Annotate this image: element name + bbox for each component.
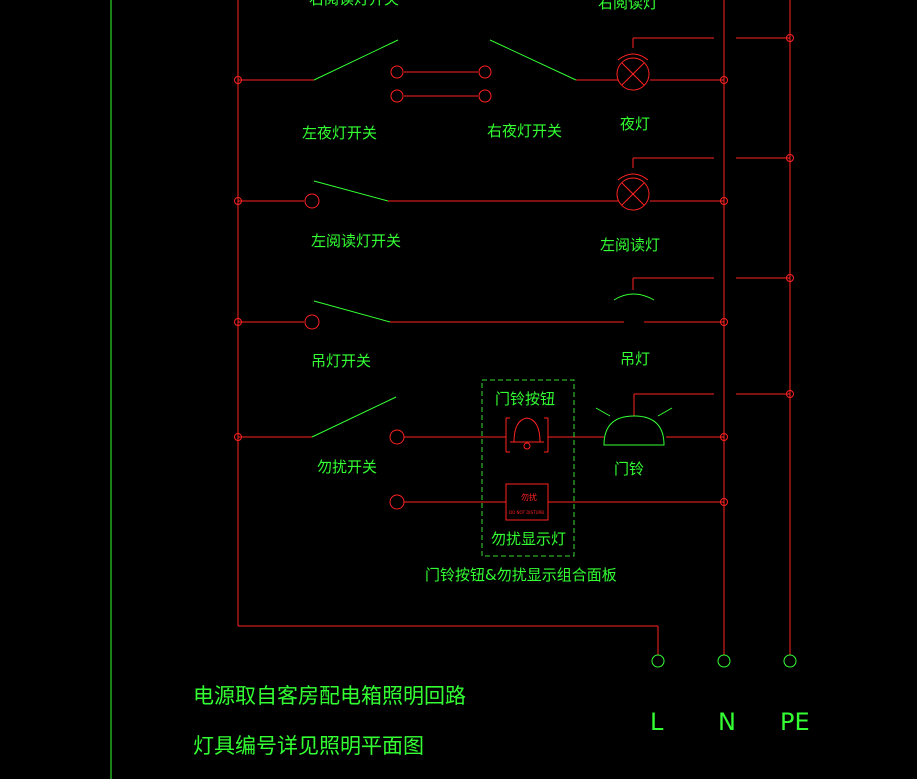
label-pendant-switch: 吊灯开关 <box>311 352 371 370</box>
label-doorbell-button: 门铃按钮 <box>495 390 555 408</box>
label-doorbell: 门铃 <box>614 460 644 478</box>
combo-panel-box <box>481 379 575 557</box>
label-pendant-light: 吊灯 <box>620 350 650 368</box>
doorbell-button-icon <box>505 417 549 453</box>
doorbell-icon <box>595 407 673 446</box>
pendant-switch-blade <box>313 300 391 323</box>
n-bus-nodes <box>720 76 728 506</box>
terminal-n-node <box>717 654 731 668</box>
dnd-indicator-inner-text: 勿扰 <box>521 492 537 502</box>
l-bus-nodes <box>234 76 242 441</box>
note-line-1: 电源取自客房配电箱照明回路 <box>193 684 466 708</box>
label-top-left-partial: 右阅读灯开关 <box>309 0 399 8</box>
row-pendant <box>238 277 790 330</box>
l-bus <box>237 0 659 655</box>
label-dnd-switch: 勿扰开关 <box>317 458 377 476</box>
pendant-lamp-symbol <box>613 293 655 301</box>
note-line-2: 灯具编号详见照明平面图 <box>193 734 424 758</box>
row-night-light <box>238 37 790 103</box>
dnd-switch-blade <box>311 396 397 438</box>
night-switch-blades <box>313 39 577 81</box>
pe-bus-nodes <box>786 34 794 398</box>
label-night-light: 夜灯 <box>620 115 650 133</box>
terminal-label-pe: PE <box>780 708 810 736</box>
label-dnd-indicator: 勿扰显示灯 <box>491 530 566 548</box>
terminal-label-l: L <box>650 708 664 736</box>
label-left-reading-light: 左阅读灯 <box>600 236 660 254</box>
left-reading-switch-blade <box>313 180 389 202</box>
label-left-reading-switch: 左阅读灯开关 <box>311 232 401 250</box>
label-top-right-partial: 右阅读灯 <box>598 0 658 12</box>
row-doorbell <box>238 393 790 510</box>
label-left-night-switch: 左夜灯开关 <box>302 124 377 142</box>
terminal-label-n: N <box>718 708 736 736</box>
terminal-l-node <box>651 654 665 668</box>
dnd-indicator-icon <box>505 483 549 521</box>
terminals <box>651 654 797 668</box>
terminal-pe-node <box>783 654 797 668</box>
row-left-reading <box>238 157 790 211</box>
label-combo-panel: 门铃按钮&勿扰显示组合面板 <box>425 566 617 584</box>
label-right-night-switch: 右夜灯开关 <box>487 122 562 140</box>
dnd-indicator-small-text: DO NOT DISTURB <box>509 510 544 515</box>
